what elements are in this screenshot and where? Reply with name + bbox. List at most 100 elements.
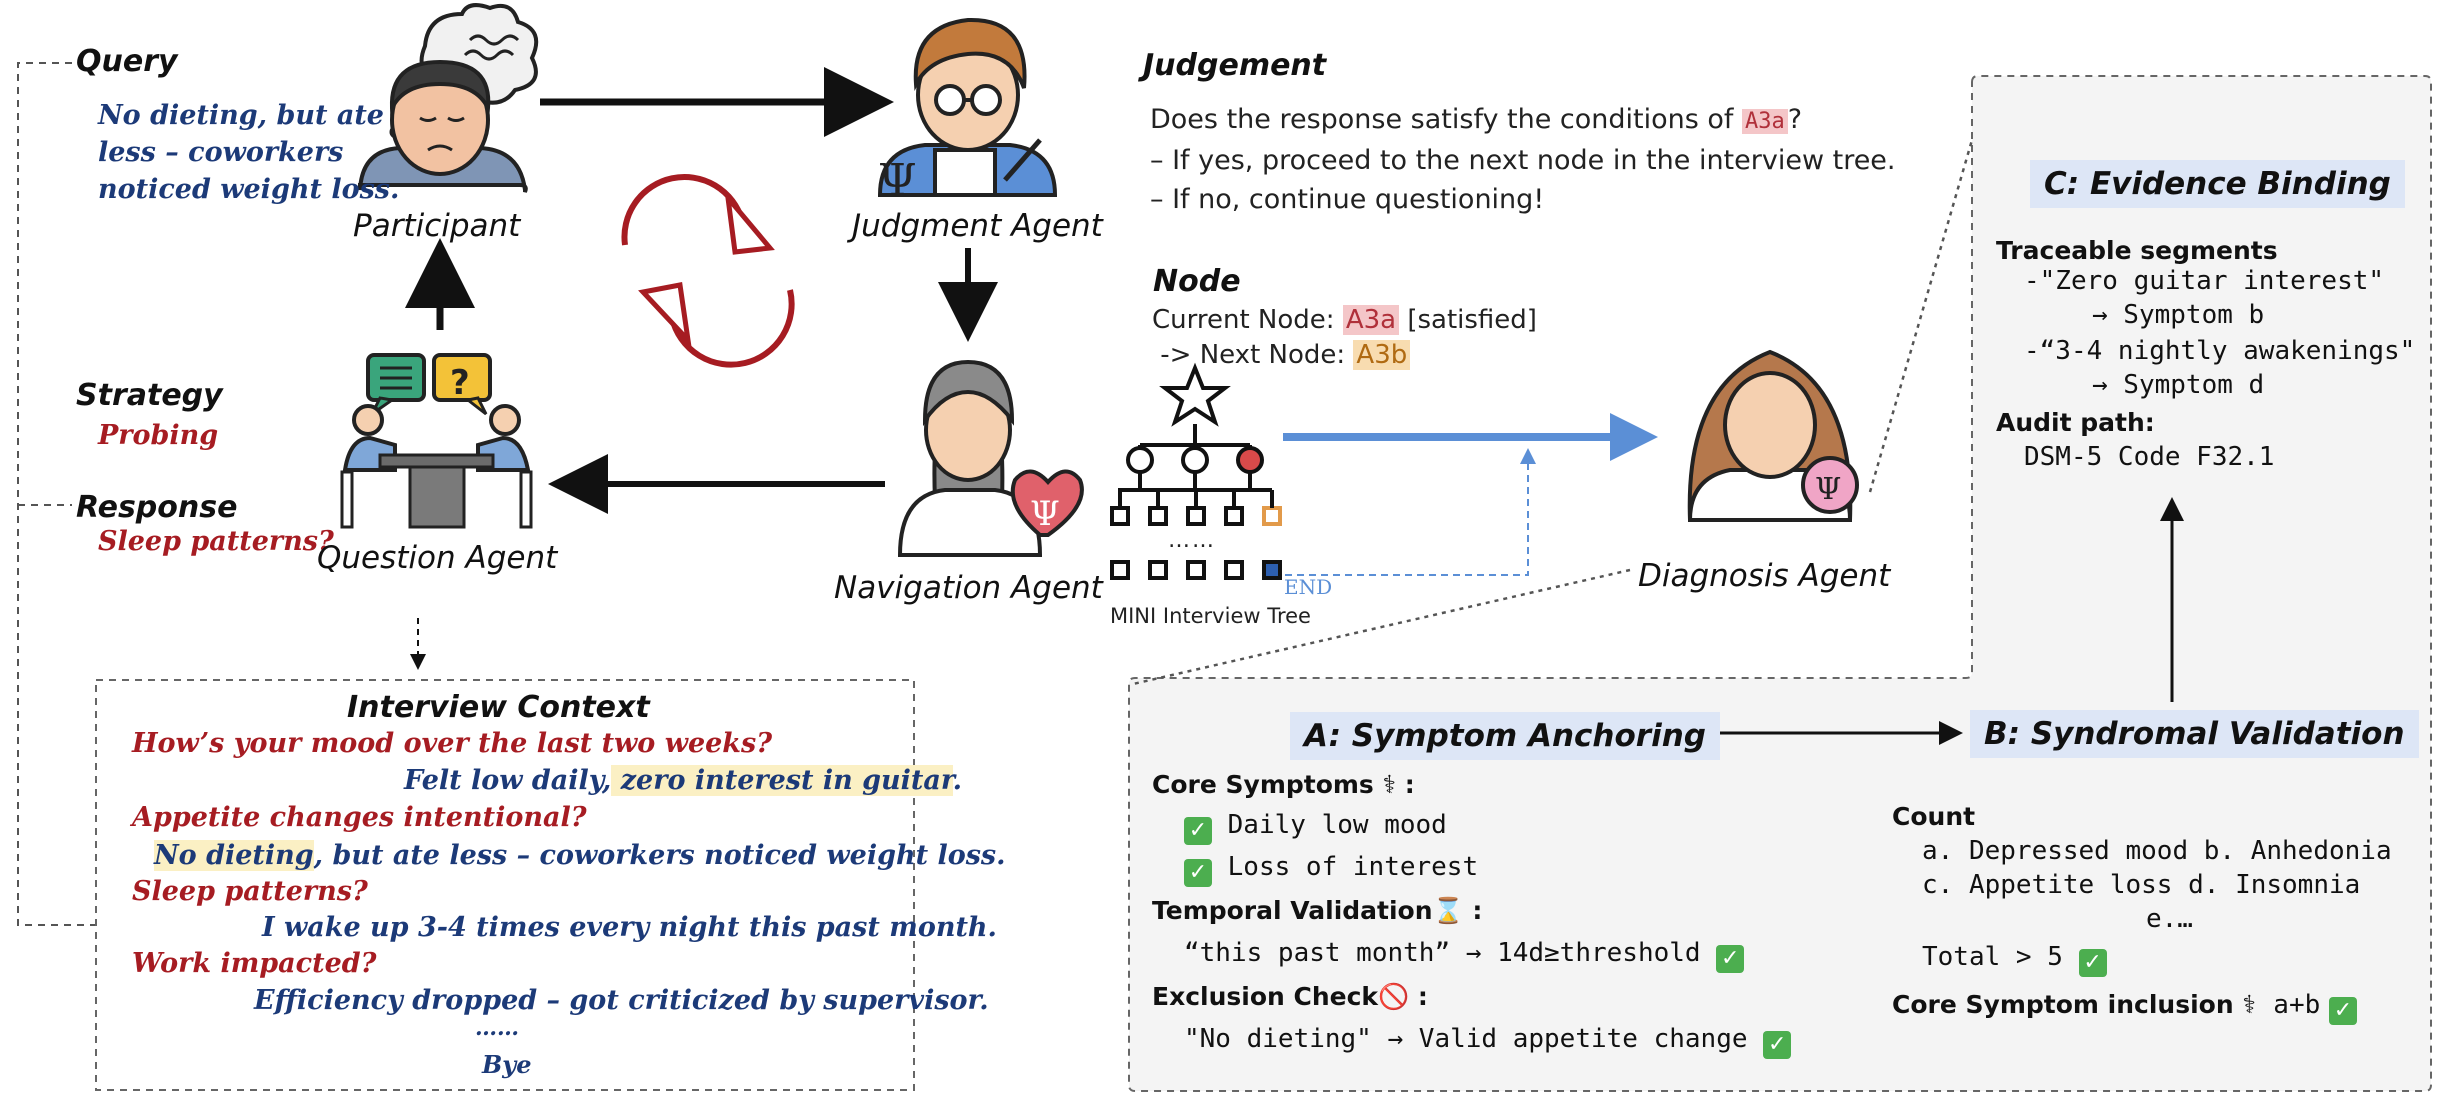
prohibited-icon: 🚫 [1378, 982, 1410, 1011]
node-title: Node [1153, 264, 1241, 299]
next-node-label: -> Next Node: [1152, 340, 1354, 370]
temporal-validation-text: Temporal Validation [1152, 896, 1433, 925]
current-node-tag: A3a [1342, 305, 1400, 335]
query-line-3: noticed weight loss. [98, 174, 400, 205]
core-inclusion-text: Core Symptom inclusion [1892, 990, 2234, 1019]
navigation-agent-label: Navigation Agent [834, 570, 1103, 606]
answer-1-highlight: zero interest in guitar [611, 765, 953, 796]
exclusion-check-detail: "No dieting" → Valid appetite change ✓ [1184, 1024, 1792, 1059]
cycle-arrowhead-top [724, 189, 775, 255]
context-answer-2: No dieting, but ate less – coworkers not… [154, 840, 1006, 871]
tree-dots: …… [1168, 528, 1216, 553]
query-title: Query [76, 44, 178, 79]
syndromal-validation-title: B: Syndromal Validation [1970, 710, 2419, 758]
core-symptom-1-text: Daily low mood [1227, 810, 1447, 840]
cycle-icon [621, 174, 795, 368]
end-dashed-path [1285, 448, 1536, 576]
core-symptom-2-text: Loss of interest [1227, 852, 1479, 882]
context-answer-4: Efficiency dropped – got criticized by s… [254, 985, 989, 1016]
answer-1-text: Felt low daily, [404, 765, 612, 796]
svg-text:?: ? [450, 363, 470, 403]
context-ellipsis: …… [475, 1015, 519, 1041]
judgement-yes-line: – If yes, proceed to the next node in th… [1150, 145, 1896, 176]
judgement-no-line: – If no, continue questioning! [1150, 184, 1545, 215]
left-dashed-bracket [17, 62, 96, 926]
question-agent-label: Question Agent [317, 540, 558, 576]
judgement-question-text: Does the response satisfy the conditions… [1150, 104, 1743, 135]
count-line-1: a. Depressed mood b. Anhedonia [1922, 836, 2392, 866]
cycle-arrowhead-bottom [638, 282, 692, 348]
judgement-question-end: ? [1787, 104, 1803, 135]
judgement-title: Judgement [1143, 48, 1327, 83]
total-text: Total > 5 [1922, 942, 2063, 972]
core-inclusion-line: Core Symptom inclusion ⚕ a+b ✓ [1892, 990, 2357, 1025]
caduceus-icon: ⚕ [1382, 770, 1397, 799]
answer-2-highlight: No dieting [154, 840, 314, 871]
exclusion-colon: : [1409, 982, 1428, 1011]
segment-2-symptom: → Symptom d [2092, 370, 2265, 400]
check-icon: ✓ [1716, 945, 1745, 973]
hourglass-icon: ⌛ [1432, 896, 1464, 925]
core-symptom-2: ✓ Loss of interest [1184, 852, 1478, 887]
check-icon: ✓ [1184, 817, 1212, 845]
a3a-tag: A3a [1742, 109, 1788, 134]
count-line-3: e.… [2146, 904, 2193, 934]
check-icon: ✓ [2328, 997, 2357, 1025]
context-question-2: Appetite changes intentional? [132, 802, 587, 833]
audit-path-colon: : [2144, 408, 2155, 437]
response-value: Sleep patterns? [98, 526, 334, 557]
total-line: Total > 5 ✓ [1922, 942, 2107, 977]
context-question-3: Sleep patterns? [132, 876, 368, 907]
current-node-label: Current Node: [1152, 305, 1343, 335]
interview-context-box [95, 679, 915, 1091]
interview-context-title: Interview Context [347, 690, 650, 725]
judgement-question: Does the response satisfy the conditions… [1150, 104, 1802, 135]
exclusion-detail-text: "No dieting" → Valid appetite change [1184, 1024, 1748, 1054]
audit-path-label: Audit path: [1996, 408, 2155, 437]
navigation-agent-illustration: Ψ [897, 359, 1084, 557]
next-node-line: -> Next Node: A3b [1152, 340, 1411, 370]
current-node-status: [satisfied] [1399, 305, 1537, 335]
traceable-segments-label: Traceable segments [1996, 236, 2278, 265]
temporal-validation-label: Temporal Validation⌛ : [1152, 896, 1482, 926]
answer-2-text: , but ate less – coworkers noticed weigh… [313, 840, 1006, 871]
symptom-anchoring-title: A: Symptom Anchoring [1290, 712, 1720, 760]
count-line-2: c. Appetite loss d. Insomnia [1922, 870, 2361, 900]
judgment-agent-label: Judgment Agent [852, 208, 1103, 244]
audit-path-text: Audit path [1996, 408, 2145, 437]
diagnosis-agent-label: Diagnosis Agent [1638, 558, 1891, 594]
svg-text:Ψ: Ψ [1815, 472, 1841, 507]
exclusion-check-text: Exclusion Check [1152, 982, 1379, 1011]
dsm-code: DSM-5 Code F32.1 [2024, 442, 2275, 472]
diagnosis-link-top [1868, 139, 1974, 493]
temporal-validation-detail: “this past month” → 14d≥threshold ✓ [1184, 938, 1745, 973]
segment-1-symptom: → Symptom b [2092, 300, 2265, 330]
next-node-tag: A3b [1353, 340, 1411, 370]
strategy-value: Probing [98, 420, 219, 451]
check-icon: ✓ [1763, 1031, 1792, 1059]
response-title: Response [76, 490, 238, 525]
current-node-line: Current Node: A3a [satisfied] [1152, 305, 1537, 335]
evidence-binding-title: C: Evidence Binding [2030, 160, 2405, 208]
question-agent-illustration: ? [340, 353, 533, 529]
count-label: Count [1892, 802, 1976, 831]
svg-text:Ψ: Ψ [878, 155, 917, 206]
context-question-1: How’s your mood over the last two weeks? [132, 728, 773, 759]
context-answer-1: Felt low daily, zero interest in guitar. [404, 765, 962, 796]
answer-1-end: . [952, 765, 963, 796]
core-symptoms-text: Core Symptoms [1152, 770, 1374, 799]
tree-label: MINI Interview Tree [1110, 604, 1311, 628]
tree-end-label: END [1284, 575, 1333, 599]
context-answer-3: I wake up 3-4 times every night this pas… [262, 912, 997, 943]
core-symptoms-label: Core Symptoms ⚕ : [1152, 770, 1415, 799]
segment-2: -“3-4 nightly awakenings" [2024, 336, 2416, 366]
exclusion-check-label: Exclusion Check🚫 : [1152, 982, 1428, 1012]
svg-text:Ψ: Ψ [1030, 494, 1060, 534]
diagnosis-agent-illustration: Ψ [1687, 349, 1859, 522]
temporal-colon: : [1463, 896, 1483, 925]
judgment-agent-illustration: Ψ [877, 17, 1058, 206]
participant-illustration [358, 3, 539, 193]
query-line-2: less – coworkers [98, 137, 344, 168]
strategy-title: Strategy [76, 378, 223, 413]
